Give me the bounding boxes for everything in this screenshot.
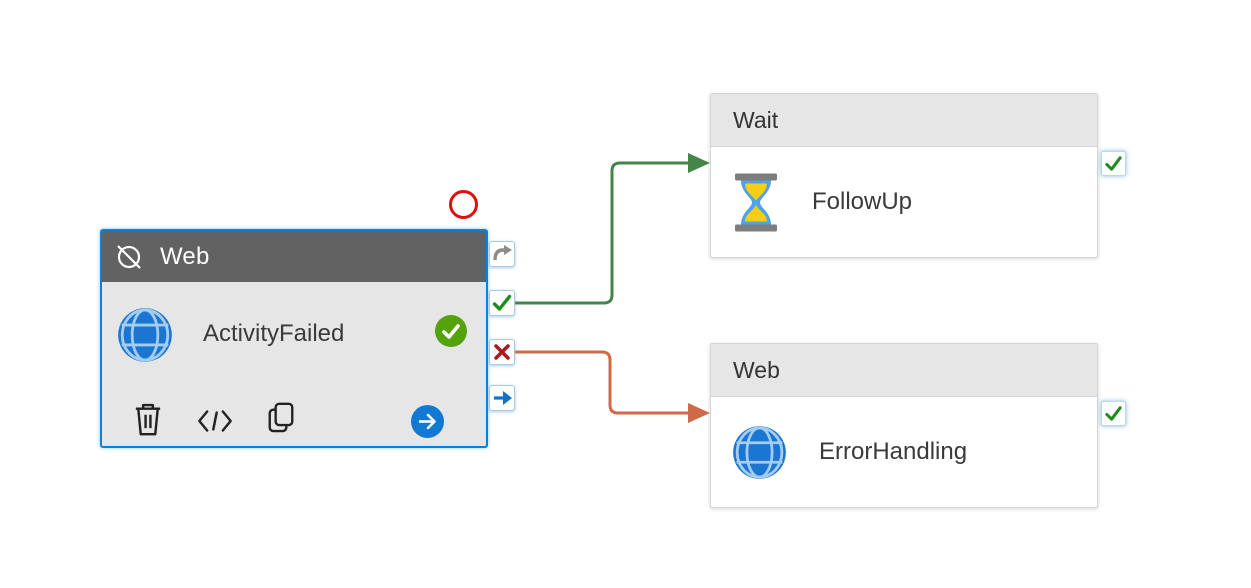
delete-button[interactable] — [131, 400, 165, 438]
activity-name: ErrorHandling — [819, 438, 968, 465]
globe-icon — [732, 425, 787, 480]
activity-type-label: Web — [160, 242, 210, 270]
activity-node-errorhandling[interactable]: Web ErrorHandling — [710, 343, 1098, 508]
port-success[interactable] — [489, 290, 515, 316]
port-skip[interactable] — [489, 241, 515, 267]
activity-body: ErrorHandling — [711, 397, 1097, 507]
blue-circle-arrow-icon — [411, 405, 444, 438]
code-icon — [198, 410, 232, 432]
hourglass-icon — [732, 172, 780, 233]
activity-name: ActivityFailed — [203, 320, 345, 347]
code-button[interactable] — [196, 407, 234, 435]
port-failure[interactable] — [489, 339, 515, 365]
connector-failure[interactable] — [515, 350, 710, 423]
blue-right-arrow-icon — [494, 391, 512, 405]
failure-arrowhead — [688, 403, 710, 423]
port-completion[interactable] — [489, 385, 515, 411]
green-check-icon — [1105, 406, 1122, 421]
green-check-icon — [1105, 156, 1122, 171]
copy-icon — [268, 402, 294, 433]
activity-type-label: Web — [711, 344, 1097, 397]
activity-body: FollowUp — [711, 147, 1097, 257]
status-check-badge-errorhandling — [1101, 401, 1126, 426]
green-check-icon — [492, 294, 512, 311]
activity-node-activityfailed[interactable]: Web ActivityFailed — [100, 229, 488, 448]
connector-success[interactable] — [515, 153, 710, 305]
activity-node-followup[interactable]: Wait FollowUp — [710, 93, 1098, 258]
globe-icon — [117, 307, 173, 363]
clone-button[interactable] — [265, 400, 297, 436]
breakpoint-indicator[interactable] — [449, 190, 478, 219]
activity-type-label: Wait — [711, 94, 1097, 147]
success-check-badge — [435, 315, 467, 347]
trash-icon — [135, 403, 161, 436]
success-arrowhead — [688, 153, 710, 173]
navigate-arrow-button[interactable] — [411, 405, 444, 438]
redo-arrow-icon — [493, 245, 512, 261]
deactivated-circle-slash-icon — [114, 242, 144, 272]
red-x-icon — [494, 344, 510, 360]
activity-header: Web — [102, 231, 486, 282]
status-check-badge-followup — [1101, 151, 1126, 176]
activity-name: FollowUp — [812, 188, 913, 215]
